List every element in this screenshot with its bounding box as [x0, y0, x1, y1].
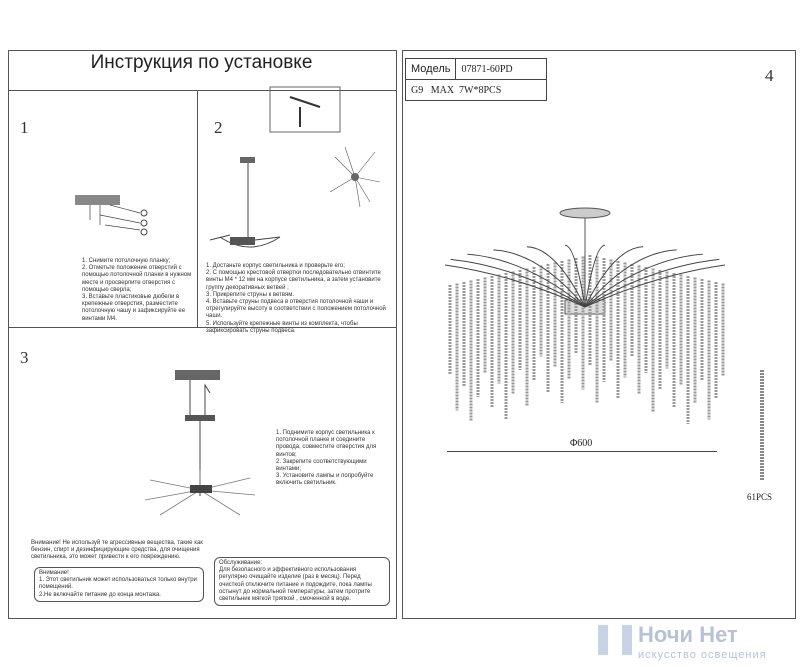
logo-tagline: искусство освещения [638, 649, 767, 661]
left-panel [8, 50, 397, 619]
model-label: Модель [404, 58, 457, 80]
diameter-label: Φ600 [570, 438, 593, 449]
step-1-number: 1 [20, 118, 29, 137]
branch [467, 253, 586, 308]
logo-icon [598, 625, 632, 655]
divider [8, 327, 396, 328]
step-2-number: 2 [214, 118, 223, 137]
service-title: Обслуживание: [219, 560, 263, 566]
page-title: Инструкция по установке [90, 52, 313, 73]
step-2-text: 1. Достаньте корпус светильника и провер… [206, 263, 386, 334]
chandelier-drawing [444, 207, 726, 424]
step-4-number: 4 [765, 66, 774, 85]
branch [584, 246, 644, 308]
string-count: 61PCS [747, 492, 773, 502]
step-3-number: 3 [20, 348, 29, 367]
crystal-string [760, 370, 764, 480]
notice-title: Внимание! [39, 570, 69, 576]
branch [444, 264, 586, 308]
branch [493, 249, 586, 308]
service-box: Обслуживание: Для безопасного и эффектив… [214, 557, 390, 607]
warning-text: Внимание! Не используй те агрессивные ве… [31, 540, 203, 561]
service-text: Для безопасного и эффективного использов… [219, 567, 372, 603]
step-3-diagram [144, 370, 256, 516]
branch [584, 258, 720, 308]
divider [197, 90, 198, 327]
dimension-line [447, 451, 717, 452]
branch [450, 258, 586, 308]
branch [584, 264, 726, 308]
step-1-diagram [75, 195, 148, 236]
divider [8, 90, 396, 91]
branch [526, 246, 586, 308]
branch [584, 244, 606, 308]
logo-name: Ночи Нет [638, 622, 738, 647]
branch [584, 253, 703, 308]
notice-box: Внимание! 1. Этот светильник может испол… [34, 567, 204, 602]
branch [584, 249, 677, 308]
lamp-spec: G9 MAX 7W*8PCS [404, 79, 548, 101]
right-panel [402, 50, 796, 619]
step-3-text: 1. Поднимите корпус светильника к потоло… [276, 430, 377, 487]
step-1-text: 1. Снимите потолочную планку; 2. Отметьт… [82, 258, 192, 322]
branch [564, 244, 586, 308]
step-2-diagram [209, 86, 381, 248]
notice-text: 1. Этот светильник может использоваться … [39, 577, 197, 598]
logo: Ночи Нет искусство освещения [598, 622, 793, 664]
model-value: 07871-60PD [455, 58, 548, 80]
